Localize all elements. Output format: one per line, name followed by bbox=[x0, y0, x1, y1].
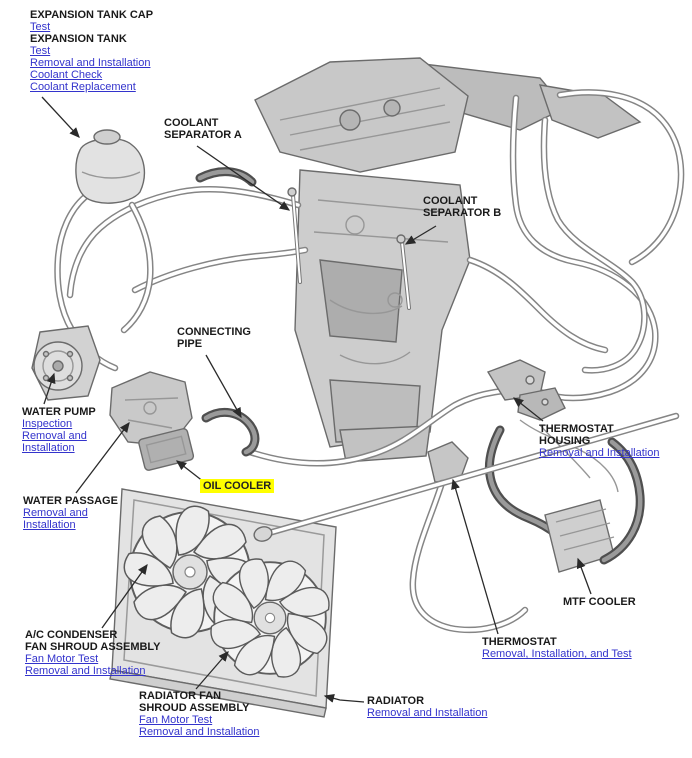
connecting-pipe-title-line2: PIPE bbox=[177, 338, 203, 350]
fan-shroud-drawing bbox=[109, 488, 337, 718]
callout-expansion-tank: EXPANSION TANK CAP Test EXPANSION TANK T… bbox=[30, 9, 195, 93]
ac-condenser-removal-link[interactable]: Removal and Installation bbox=[25, 665, 146, 677]
leader-coolant-separator-b bbox=[404, 225, 437, 245]
expansion-tank-test-link[interactable]: Test bbox=[30, 45, 51, 57]
expansion-tank-cap-test-link[interactable]: Test bbox=[30, 21, 51, 33]
long-pipe-drawing bbox=[253, 412, 680, 542]
callout-coolant-separator-a: COOLANT SEPARATOR A bbox=[164, 117, 242, 141]
mtf-cooler-title: MTF COOLER bbox=[563, 596, 636, 608]
thermostat-housing-drawing bbox=[486, 359, 619, 493]
leader-water-passage bbox=[75, 421, 130, 494]
water-pump-title: WATER PUMP bbox=[22, 406, 96, 418]
expansion-tank-removal-link[interactable]: Removal and Installation bbox=[30, 57, 151, 69]
ac-condenser-title-line1: A/C CONDENSER bbox=[25, 629, 118, 641]
leader-thermostat bbox=[451, 478, 499, 635]
expansion-tank-title: EXPANSION TANK bbox=[30, 33, 127, 45]
callout-ac-condenser-fan-shroud: A/C CONDENSER FAN SHROUD ASSEMBLY Fan Mo… bbox=[25, 629, 190, 677]
leader-ac-condenser bbox=[101, 563, 148, 629]
coolant-check-link[interactable]: Coolant Check bbox=[30, 69, 103, 81]
coolant-separator-b-title-line2: SEPARATOR B bbox=[423, 207, 502, 219]
leader-water-pump bbox=[43, 372, 56, 405]
callout-water-pump: WATER PUMP Inspection Removal and Instal… bbox=[22, 406, 106, 454]
water-passage-title: WATER PASSAGE bbox=[23, 495, 118, 507]
water-passage-removal-link[interactable]: Removal and Installation bbox=[23, 507, 88, 531]
radiator-fan-motor-test-link[interactable]: Fan Motor Test bbox=[139, 714, 213, 726]
fan-blade-right bbox=[205, 553, 335, 683]
expansion-tank-cap-title: EXPANSION TANK CAP bbox=[30, 9, 154, 21]
radiator-title: RADIATOR bbox=[367, 695, 425, 707]
leader-thermostat-housing bbox=[512, 397, 544, 422]
callout-connecting-pipe: CONNECTING PIPE bbox=[177, 326, 251, 350]
radiator-fan-title-line2: SHROUD ASSEMBLY bbox=[139, 702, 250, 714]
water-pump-inspection-link[interactable]: Inspection bbox=[22, 418, 73, 430]
thermostat-drawing bbox=[409, 441, 529, 634]
callout-thermostat-housing: THERMOSTAT HOUSING Removal and Installat… bbox=[539, 423, 692, 459]
thermostat-housing-title-line1: THERMOSTAT bbox=[539, 423, 614, 435]
oil-cooler-drawing bbox=[138, 428, 195, 471]
engine-drawing bbox=[254, 57, 642, 463]
callout-radiator-fan-shroud: RADIATOR FAN SHROUD ASSEMBLY Fan Motor T… bbox=[139, 690, 289, 738]
oil-cooler-highlighted-title: OIL COOLER bbox=[200, 479, 275, 493]
callout-radiator: RADIATOR Removal and Installation bbox=[367, 695, 522, 719]
connecting-pipe-drawing bbox=[201, 407, 260, 457]
ac-condenser-title-line2: FAN SHROUD ASSEMBLY bbox=[25, 641, 161, 653]
coolant-separator-a-title-line1: COOLANT bbox=[164, 117, 219, 129]
leader-mtf-cooler bbox=[576, 557, 592, 595]
thermostat-title: THERMOSTAT bbox=[482, 636, 557, 648]
water-pump-removal-link[interactable]: Removal and Installation bbox=[22, 430, 87, 454]
water-pump-drawing bbox=[31, 325, 101, 401]
coolant-separator-a-drawing bbox=[287, 187, 302, 284]
callout-mtf-cooler: MTF COOLER bbox=[563, 596, 636, 608]
left-hoses-drawing bbox=[54, 167, 309, 372]
radiator-removal-link[interactable]: Removal and Installation bbox=[367, 707, 488, 719]
thermostat-housing-title-line2: HOUSING bbox=[539, 435, 591, 447]
expansion-tank-drawing bbox=[75, 129, 146, 204]
ac-condenser-fan-motor-test-link[interactable]: Fan Motor Test bbox=[25, 653, 99, 665]
leader-arrows bbox=[41, 96, 592, 703]
leader-oil-cooler bbox=[175, 460, 205, 483]
leader-expansion-tank bbox=[41, 96, 80, 138]
callout-water-passage: WATER PASSAGE Removal and Installation bbox=[23, 495, 119, 531]
leader-connecting-pipe bbox=[205, 354, 242, 419]
callout-coolant-separator-b: COOLANT SEPARATOR B bbox=[423, 195, 501, 219]
thermostat-housing-removal-link[interactable]: Removal and Installation bbox=[539, 447, 660, 459]
radiator-fan-removal-link[interactable]: Removal and Installation bbox=[139, 726, 260, 738]
callout-thermostat: THERMOSTAT Removal, Installation, and Te… bbox=[482, 636, 677, 660]
callout-oil-cooler: OIL COOLER bbox=[200, 479, 275, 493]
leader-radiator-fan bbox=[195, 651, 229, 690]
radiator-fan-title-line1: RADIATOR FAN bbox=[139, 690, 222, 702]
thermostat-removal-link[interactable]: Removal, Installation, and Test bbox=[482, 648, 632, 660]
connecting-pipe-title-line1: CONNECTING bbox=[177, 326, 251, 338]
coolant-replacement-link[interactable]: Coolant Replacement bbox=[30, 81, 136, 93]
leader-coolant-separator-a bbox=[196, 145, 291, 211]
right-hoses-drawing bbox=[246, 89, 685, 467]
coolant-separator-a-title-line2: SEPARATOR A bbox=[164, 129, 242, 141]
mtf-cooler-drawing bbox=[484, 425, 645, 573]
coolant-separator-b-title-line1: COOLANT bbox=[423, 195, 478, 207]
leader-radiator bbox=[323, 693, 365, 703]
